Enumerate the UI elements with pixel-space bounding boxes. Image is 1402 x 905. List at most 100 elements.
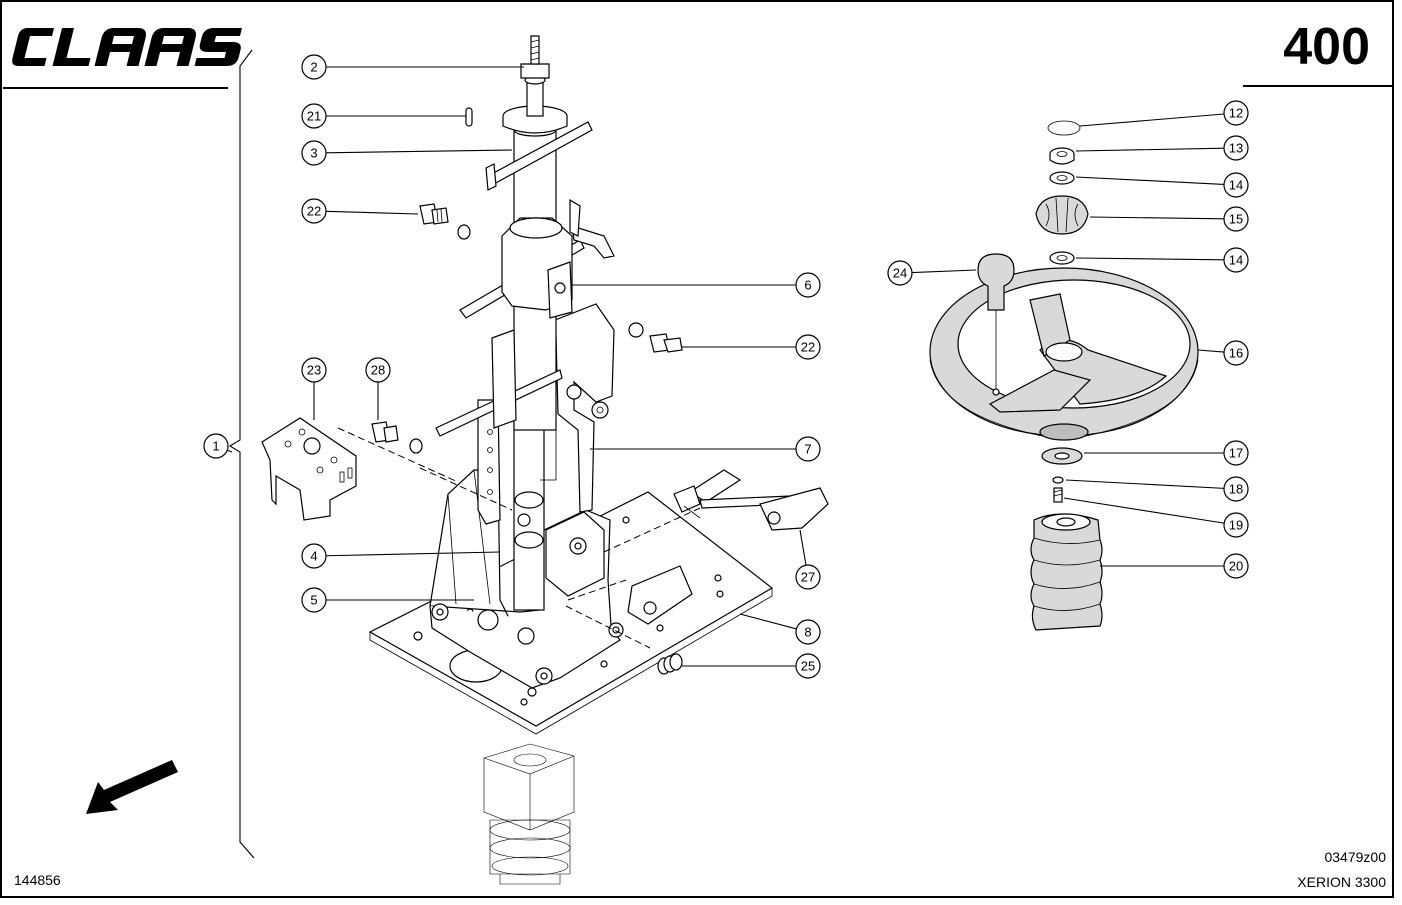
bolt-28 <box>371 421 399 443</box>
callout-circle <box>1223 553 1249 579</box>
steering-column-assembly <box>368 35 774 735</box>
callout-16: 16 <box>1197 340 1249 366</box>
bolt-22-upper <box>419 203 449 225</box>
callout-circle <box>365 357 391 383</box>
callout-24: 24 <box>887 260 977 286</box>
o-ring-18 <box>1052 476 1064 484</box>
callout-17: 17 <box>1084 440 1249 466</box>
callout-leader <box>1075 257 1225 261</box>
latch-lever-27 <box>673 469 829 531</box>
callout-circle <box>301 140 327 166</box>
callout-circle <box>301 103 327 129</box>
callout-leader <box>1075 176 1225 185</box>
callout-circle <box>1223 135 1249 161</box>
callout-number: 24 <box>893 266 907 281</box>
callout-circle <box>795 564 821 590</box>
callout-leader <box>911 269 977 274</box>
washer-lower <box>628 322 644 338</box>
callout-13: 13 <box>1075 135 1249 161</box>
callout-27: 27 <box>795 529 821 590</box>
callout-22: 22 <box>682 334 821 360</box>
claas-logo <box>12 28 242 66</box>
callout-number: 25 <box>801 659 815 674</box>
callout-circle <box>1223 172 1249 198</box>
callout-leader <box>799 529 807 566</box>
mount-tab <box>627 565 693 625</box>
callout-number: 14 <box>1229 253 1243 268</box>
callout-25: 25 <box>682 653 821 679</box>
assembly-bracket <box>228 49 255 859</box>
callout-leader <box>1089 216 1225 220</box>
callout-leader <box>1197 349 1225 353</box>
callout-circle <box>301 357 327 383</box>
screw-19 <box>1053 487 1063 503</box>
steering-unit-ghost <box>483 743 575 885</box>
callout-leader <box>227 449 233 453</box>
callout-number: 22 <box>801 340 815 355</box>
callout-number: 3 <box>310 146 317 161</box>
callout-8: 8 <box>739 613 821 645</box>
model-name: XERION 3300 <box>1297 874 1386 890</box>
callout-number: 5 <box>310 593 317 608</box>
callout-circle <box>1223 100 1249 126</box>
callout-3: 3 <box>301 140 513 166</box>
callout-23: 23 <box>301 357 327 420</box>
callout-leader <box>325 210 419 215</box>
washer-upper <box>457 224 471 240</box>
callout-number: 17 <box>1229 446 1243 461</box>
page-number: 400 <box>1283 18 1370 76</box>
callout-14: 14 <box>1075 172 1249 198</box>
callout-number: 15 <box>1229 212 1243 227</box>
callout-leader <box>739 613 797 630</box>
callout-circle <box>1223 247 1249 273</box>
callout-number: 13 <box>1229 141 1243 156</box>
callout-18: 18 <box>1065 476 1249 502</box>
callout-number: 14 <box>1229 178 1243 193</box>
callout-circle <box>795 436 821 462</box>
small-parts <box>261 107 829 675</box>
callout-leader <box>1079 113 1225 127</box>
callout-number: 16 <box>1229 346 1243 361</box>
callout-number: 28 <box>371 363 385 378</box>
figure-code: 03479z00 <box>1324 849 1386 865</box>
bolt-22-lower <box>649 333 683 353</box>
steering-wheel-group <box>929 120 1199 631</box>
washer-14-upper <box>1049 171 1075 185</box>
callout-28: 28 <box>365 357 391 420</box>
callout-number: 21 <box>307 109 321 124</box>
callout-circle <box>301 54 327 80</box>
callout-circle <box>1223 440 1249 466</box>
callout-circle <box>1223 340 1249 366</box>
callout-leader <box>1075 147 1225 152</box>
callout-number: 2 <box>310 60 317 75</box>
callout-circle <box>301 543 327 569</box>
callout-19: 19 <box>1063 497 1249 538</box>
callout-number: 1 <box>212 439 219 454</box>
callout-14: 14 <box>1075 247 1249 273</box>
callout-circle <box>301 587 327 613</box>
callout-5: 5 <box>301 587 474 613</box>
callout-circle <box>1223 512 1249 538</box>
callout-leader <box>325 551 501 557</box>
pin-21 <box>465 107 473 127</box>
callout-leader <box>1065 479 1225 489</box>
callout-15: 15 <box>1089 206 1249 232</box>
callout-7: 7 <box>590 436 821 462</box>
callout-21: 21 <box>301 103 466 129</box>
callout-circle <box>795 272 821 298</box>
callout-number: 22 <box>307 204 321 219</box>
callout-circle <box>1223 476 1249 502</box>
nut-13 <box>1049 147 1075 165</box>
callout-circle <box>795 619 821 645</box>
spring-25 <box>657 653 683 675</box>
callout-number: 18 <box>1229 482 1243 497</box>
callout-circle <box>795 653 821 679</box>
callout-number: 27 <box>801 570 815 585</box>
callout-number: 6 <box>804 278 811 293</box>
knob-24 <box>977 253 1015 396</box>
callout-22: 22 <box>301 198 419 224</box>
callout-number: 4 <box>310 549 317 564</box>
